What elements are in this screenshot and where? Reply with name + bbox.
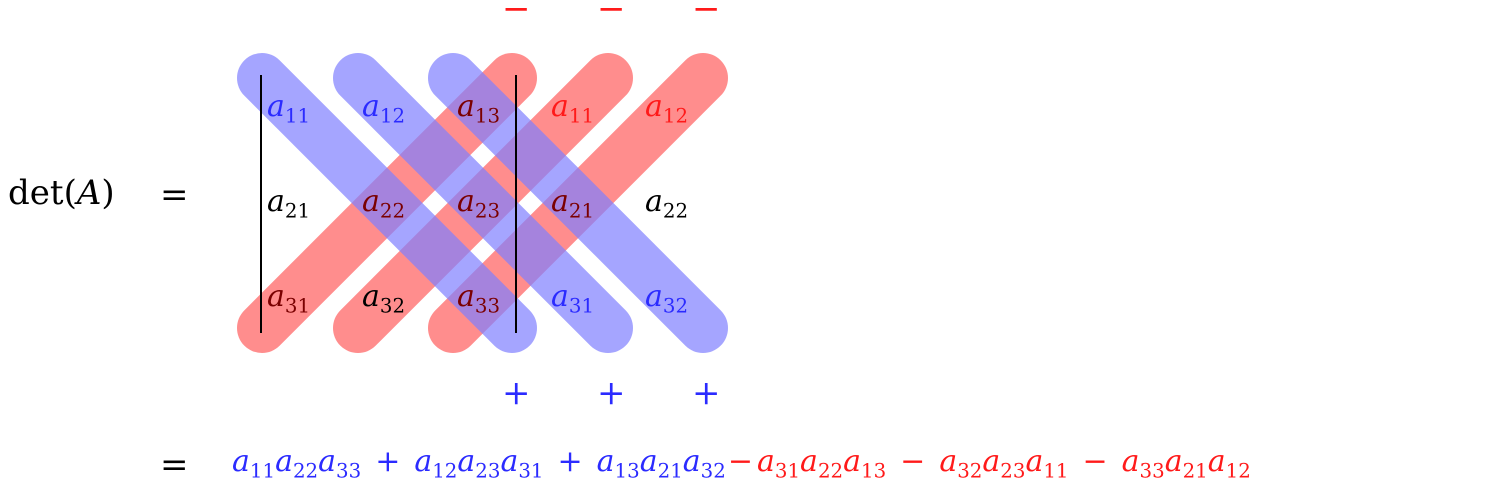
entry-subscript: 11 — [284, 104, 311, 128]
entry-subscript: 11 — [568, 104, 595, 128]
formula-term: a11a22a33 — [232, 444, 362, 483]
formula-operator: + — [375, 444, 401, 479]
matrix-entry: a21 — [267, 187, 310, 221]
entry-base: a — [457, 279, 475, 314]
expansion-formula: a11a22a33+a12a23a31+a13a21a32−a31a22a13−… — [232, 444, 1251, 482]
entry-base: a — [645, 89, 663, 124]
formula-operator: − — [1082, 444, 1108, 479]
first-equals-sign: = — [160, 175, 189, 215]
second-equals-sign: = — [160, 445, 189, 485]
right-determinant-bar — [515, 75, 517, 333]
entry-subscript: 32 — [379, 294, 406, 318]
formula-operator: + — [557, 444, 583, 479]
entry-subscript: 22 — [379, 199, 406, 223]
formula-term: a12a23a31 — [414, 444, 544, 483]
entry-base: a — [645, 279, 663, 314]
plus-sign: + — [692, 373, 721, 413]
positive-diagonal-band-2 — [333, 53, 633, 353]
entry-base: a — [362, 279, 380, 314]
entry-base: a — [645, 184, 663, 219]
entry-base: a — [457, 184, 475, 219]
entry-subscript: 33 — [474, 294, 501, 318]
matrix-entry: a33 — [457, 282, 500, 316]
entry-subscript: 31 — [568, 294, 595, 318]
matrix-entry: a11 — [267, 92, 310, 126]
left-determinant-bar — [260, 75, 262, 333]
entry-base: a — [551, 279, 569, 314]
positive-diagonal-band-3 — [428, 53, 728, 353]
formula-term: a13a21a32 — [596, 444, 726, 483]
matrix-entry: a23 — [457, 187, 500, 221]
determinant-label: det(A) — [8, 173, 115, 213]
entry-subscript: 32 — [662, 294, 689, 318]
det-function: det — [8, 173, 64, 213]
matrix-entry: a12 — [645, 92, 688, 126]
formula-term: a33a21a12 — [1121, 444, 1251, 483]
entry-base: a — [362, 89, 380, 124]
det-argument: A — [76, 173, 102, 213]
minus-sign: − — [692, 0, 721, 29]
matrix-entry: a32 — [362, 282, 405, 316]
entry-subscript: 21 — [284, 199, 311, 223]
minus-sign: − — [502, 0, 531, 29]
entry-subscript: 12 — [379, 104, 406, 128]
formula-operator: − — [900, 444, 926, 479]
matrix-entry: a11 — [551, 92, 594, 126]
matrix-entry: a22 — [645, 187, 688, 221]
matrix-entry: a21 — [551, 187, 594, 221]
entry-subscript: 13 — [474, 104, 501, 128]
plus-sign: + — [502, 373, 531, 413]
entry-base: a — [267, 89, 285, 124]
entry-subscript: 21 — [568, 199, 595, 223]
minus-sign: − — [597, 0, 626, 29]
plus-sign: + — [597, 373, 626, 413]
entry-base: a — [551, 89, 569, 124]
entry-subscript: 31 — [284, 294, 311, 318]
entry-base: a — [267, 184, 285, 219]
entry-base: a — [457, 89, 475, 124]
entry-base: a — [362, 184, 380, 219]
formula-term: a32a23a11 — [939, 444, 1069, 483]
matrix-entry: a13 — [457, 92, 500, 126]
matrix-entry: a31 — [267, 282, 310, 316]
matrix-entry: a32 — [645, 282, 688, 316]
positive-diagonal-band-1 — [237, 53, 537, 353]
matrix-entry: a31 — [551, 282, 594, 316]
entry-base: a — [551, 184, 569, 219]
matrix-entry: a22 — [362, 187, 405, 221]
entry-subscript: 22 — [662, 199, 689, 223]
formula-term: a31a22a13 — [756, 444, 887, 483]
formula-operator: − — [727, 444, 753, 479]
entry-base: a — [267, 279, 285, 314]
entry-subscript: 23 — [474, 199, 501, 223]
matrix-entry: a12 — [362, 92, 405, 126]
entry-subscript: 12 — [662, 104, 689, 128]
